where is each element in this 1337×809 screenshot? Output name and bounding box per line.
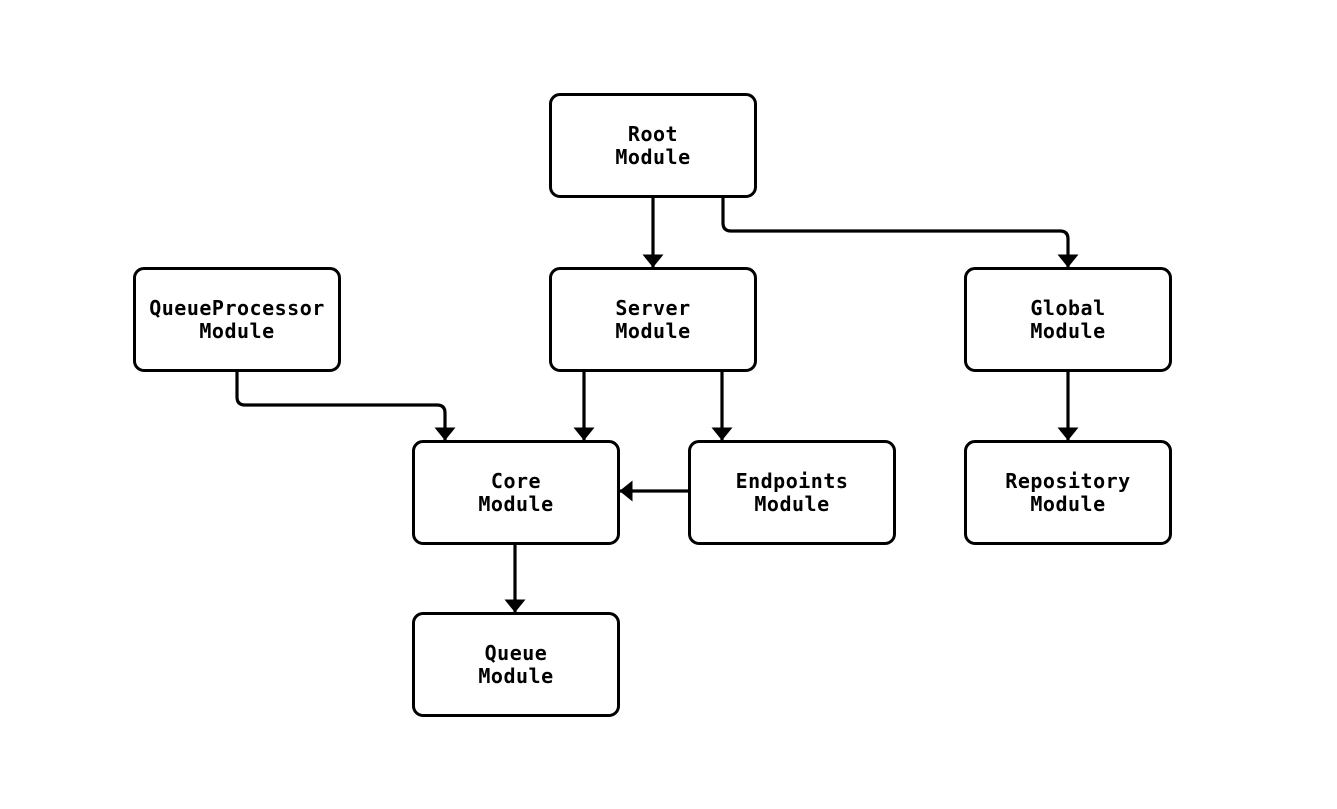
node-endpoints-label-line: Endpoints [735,468,849,493]
node-root-label-line: Module [615,144,691,169]
edge-queueprocessor-to-core [235,372,456,441]
node-repository-label-line: Module [1030,491,1106,516]
node-queue-label-line: Module [478,663,554,688]
node-global-label-line: Module [1030,318,1106,343]
edge-root-to-global [721,198,1079,268]
node-queue-label-line: Queue [484,640,548,665]
node-repository-label-line: Repository [1005,468,1131,493]
node-queueprocessor-label-line: QueueProcessor [149,295,325,320]
node-server-label-line: Module [615,318,691,343]
node-core-label-line: Module [478,491,554,516]
node-queueprocessor-label-line: Module [199,318,275,343]
node-endpoints-label-line: Module [754,491,830,516]
node-server-label-line: Server [615,295,691,320]
node-core-label-line: Core [490,468,542,493]
node-root-label-line: Root [627,121,679,146]
node-global-label-line: Global [1030,295,1106,320]
